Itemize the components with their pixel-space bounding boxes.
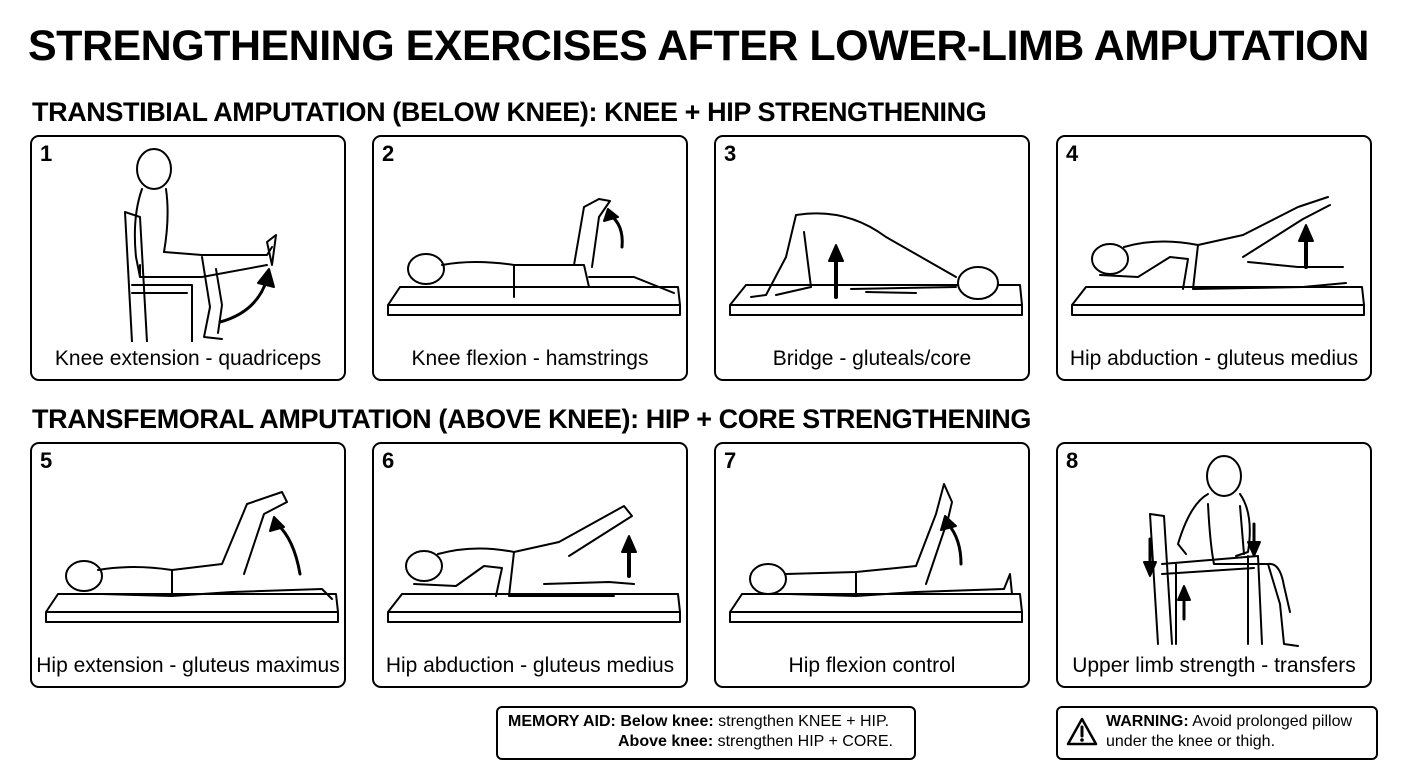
exercise-panel-4: 4 Hip abduction - gluteus medius [1056,135,1372,381]
memory-aid-label: MEMORY AID: [508,713,616,730]
panel-number: 7 [724,448,737,473]
knee-extension-illustration [124,148,277,342]
exercise-panel-3: 3 Bridge - gluteals/core [714,135,1030,381]
memory-aid-above-text: strengthen HIP + CORE. [713,733,893,750]
warning-text: Avoid prolonged pillow [1188,713,1353,730]
memory-aid-above-label: Above knee: [618,733,714,750]
exercise-panel-5: 5 Hip extension - gluteus maximus [30,442,346,688]
section-heading-transfemoral: TRANSFEMORAL AMPUTATION (ABOVE KNEE): HI… [32,404,1031,434]
hip-extension-illustration [45,491,339,623]
hip-abduction-illustration [1071,196,1365,316]
warning-text-line2: under the knee or thigh. [1106,733,1276,750]
memory-aid-box: MEMORY AID: Below knee: strengthen KNEE … [496,706,916,760]
knee-flexion-illustration [387,198,681,316]
bridge-illustration [729,212,1023,316]
panel-caption: Knee flexion - hamstrings [411,347,649,370]
section-heading-transtibial: TRANSTIBIAL AMPUTATION (BELOW KNEE): KNE… [32,97,987,127]
memory-aid-below-text: strengthen KNEE + HIP. [713,713,890,730]
exercise-panel-2: 2 Knee flexion - hamstrings [372,135,688,381]
transfer-pushup-illustration [1143,455,1299,647]
exercise-panel-8: 8 Upper limb strength - transfers [1056,442,1372,688]
panel-caption: Hip extension - gluteus maximus [36,654,340,677]
page-title: STRENGTHENING EXERCISES AFTER LOWER-LIMB… [28,22,1369,70]
panel-number: 1 [40,141,53,166]
panel-number: 2 [382,141,395,166]
panel-number: 6 [382,448,395,473]
exercise-panel-6: 6 Hip abduction - gluteus medius [372,442,688,688]
panel-caption: Hip flexion control [788,654,956,677]
warning-label: WARNING: [1106,713,1189,730]
panel-number: 8 [1066,448,1079,473]
warning-triangle-icon [1066,717,1098,746]
memory-aid-below-label: Below knee: [620,713,714,730]
panel-caption: Hip abduction - gluteus medius [1069,347,1359,370]
exercise-panel-7: 7 Hip flexion control [714,442,1030,688]
panel-caption: Knee extension - quadriceps [54,347,322,370]
warning-box: WARNING: Avoid prolonged pillow under th… [1056,706,1378,760]
panel-number: 5 [40,448,53,473]
panel-caption: Bridge - gluteals/core [772,347,972,370]
hip-flexion-illustration [729,483,1023,623]
hip-abduction-illustration [387,505,681,623]
panel-number: 4 [1066,141,1079,166]
exercise-panel-1: 1 Knee extension - quadriceps [30,135,346,381]
panel-number: 3 [724,141,737,166]
panel-caption: Upper limb strength - transfers [1072,654,1356,677]
panel-caption: Hip abduction - gluteus medius [385,654,675,677]
